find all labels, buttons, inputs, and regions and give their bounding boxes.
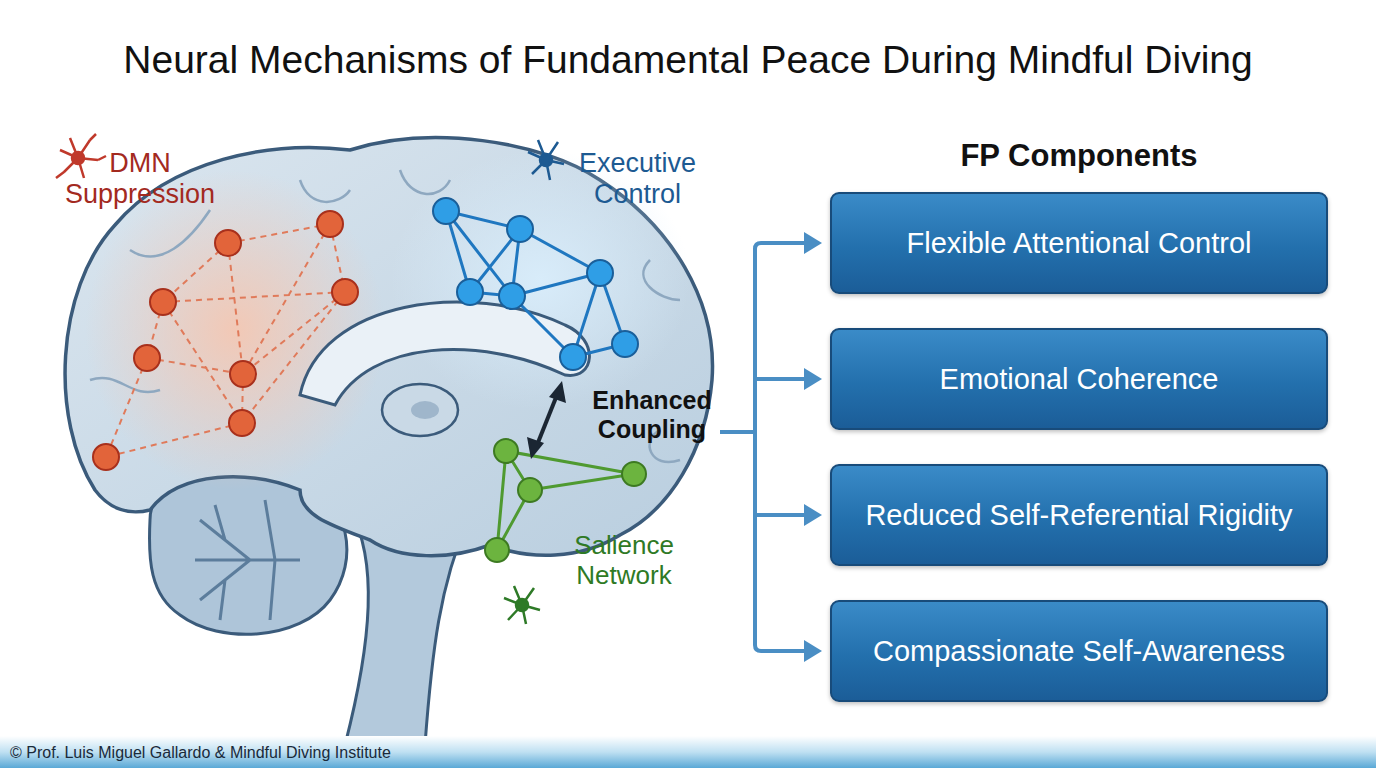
network-label: DMN Suppression	[50, 148, 230, 210]
thalamus	[382, 384, 458, 436]
thalamus-core	[411, 401, 439, 419]
component-box: Reduced Self-Referential Rigidity	[830, 464, 1328, 566]
component-box: Compassionate Self-Awareness	[830, 600, 1328, 702]
copyright-note: © Prof. Luis Miguel Gallardo & Mindful D…	[10, 744, 710, 762]
arrowhead	[804, 232, 822, 662]
box-text: Emotional Coherence	[940, 363, 1219, 396]
diagram-title: Neural Mechanisms of Fundamental Peace D…	[0, 38, 1376, 83]
dmn-network	[93, 211, 358, 470]
executive-network	[433, 198, 638, 370]
coupling-arrow	[527, 381, 566, 459]
neuron-icon	[528, 140, 564, 180]
neuron-icon	[504, 586, 540, 624]
box-text: Compassionate Self-Awareness	[873, 635, 1285, 668]
network-label: Executive Control	[555, 148, 720, 210]
box-text: Reduced Self-Referential Rigidity	[865, 499, 1292, 532]
section-heading: FP Components	[830, 138, 1328, 174]
component-box: Flexible Attentional Control	[830, 192, 1328, 294]
gyri	[90, 170, 680, 462]
network-label: Salience Network	[548, 531, 700, 591]
box-text: Flexible Attentional Control	[907, 227, 1252, 260]
neuron-icon	[56, 134, 106, 178]
bracket	[720, 243, 808, 651]
footer-band	[0, 736, 1376, 768]
component-box: Emotional Coherence	[830, 328, 1328, 430]
dmn-glow	[85, 170, 385, 490]
coupling-label: Enhanced Coupling	[572, 386, 732, 444]
